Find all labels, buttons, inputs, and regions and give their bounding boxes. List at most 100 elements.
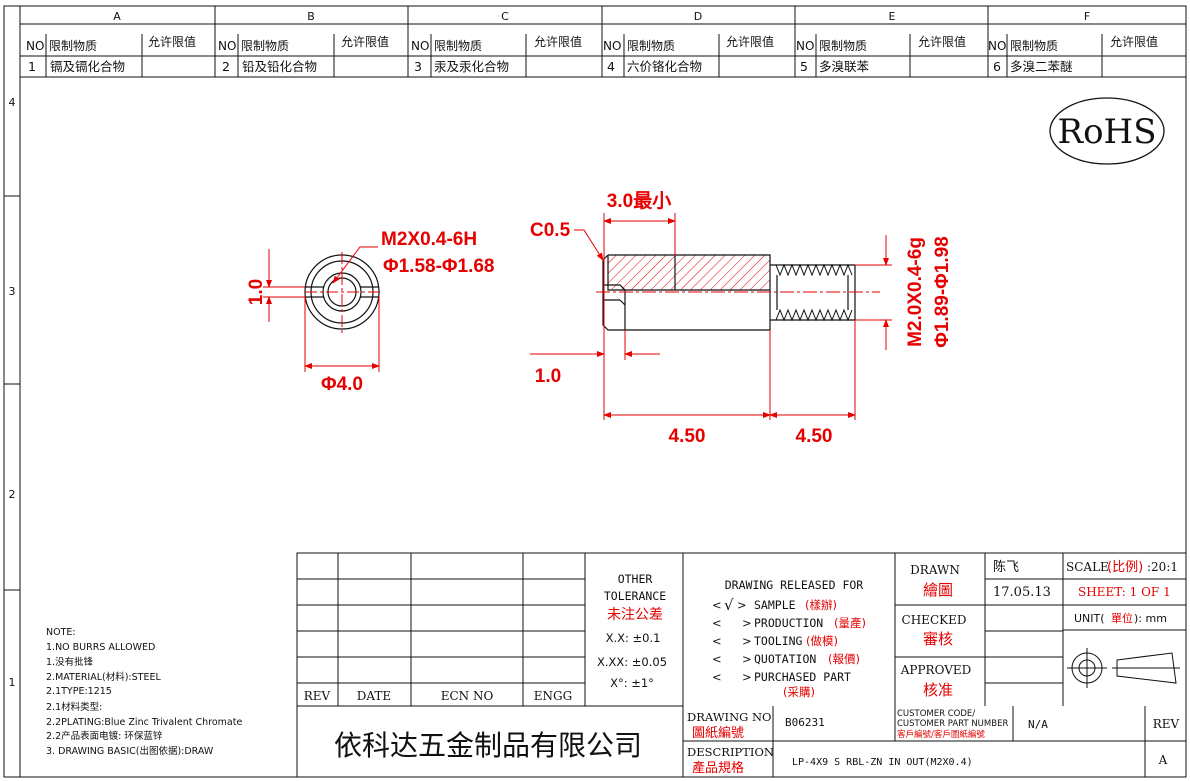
section-hatch [608,255,770,290]
release-arrow: > [742,670,752,684]
restricted-substances-table: NO 限制物质 允许限值 NO 限制物质 允许限值 NO 限制物质 允许限值 N… [20,24,1186,78]
release-title: DRAWING RELEASED FOR [725,578,864,592]
row-no: 3 [414,59,422,74]
row-no: 2 [222,59,230,74]
zone-col-a: A [113,10,121,23]
rev-header: REV [304,689,331,703]
note-line: 3. DRAWING BASIC(出图依据):DRAW [46,745,214,757]
notes-title: NOTE: [46,627,76,638]
rev-label: REV [1153,717,1180,731]
release-item-sample: < √ > SAMPLE (樣辦) [712,596,837,614]
external-thread [775,263,853,322]
sheet-frame [3,5,1187,778]
customer-value: N/A [1028,718,1048,731]
note-line: 1.没有批锋 [46,656,94,668]
th-no-3: NO [411,39,429,53]
row-substance: 多溴二苯醚 [1010,59,1073,74]
release-arrow: < [712,634,722,648]
th-limit-1: 允许限值 [148,34,196,49]
scale-field: SCALE (比例) :20:1 [1066,560,1178,575]
drawing-no-label-cn: 圖紙編號 [692,725,744,741]
th-limit-4: 允许限值 [726,34,774,49]
checked-label-cn: 審核 [923,630,953,648]
dim-min-length: 3.0最小 [607,190,671,212]
unit-field: UNIT( 單位 ): mm [1074,611,1167,625]
tolerance-title-cn: 未注公差 [607,607,663,623]
rev-value: A [1158,753,1168,767]
tolerance-x-xx: X.XX: ±0.05 [597,655,667,669]
zone-column-labels: A B C D E F [113,10,1090,23]
release-label: PRODUCTION [754,616,823,630]
row-substance: 汞及汞化合物 [434,59,509,74]
release-item-quotation: < > QUOTATION (報價) [712,652,860,666]
dim-outer-diameter: Φ4.0 [321,374,363,395]
date-header: DATE [357,689,391,703]
release-arrow: < [712,670,722,684]
release-arrow: < [712,598,722,612]
row-no: 1 [28,59,36,74]
release-arrow: < [712,652,722,666]
release-item-purchased: < > PURCHASED PART (采購) [712,670,851,699]
scale-label: SCALE [1066,560,1109,574]
release-label-cn: (做模) [806,634,838,648]
zone-col-d: D [694,10,702,23]
th-substance-3: 限制物质 [434,39,482,53]
unit-value: ): mm [1134,612,1167,625]
note-line: 1.NO BURRS ALLOWED [46,642,155,653]
zone-col-e: E [889,10,896,23]
dim-body-length: 4.50 [669,426,706,447]
note-line: 2.1材料类型: [46,701,102,713]
drawn-label-cn: 繪圖 [923,581,953,599]
release-label: SAMPLE [754,598,796,612]
drawing-no-label: DRAWING NO [687,710,771,724]
notes: NOTE: 1.NO BURRS ALLOWED 1.没有批锋 2.MATERI… [46,627,242,757]
th-no-5: NO [796,39,814,53]
zone-row-3: 3 [9,285,16,298]
side-view: 3.0最小 C0.5 1.0 4.50 4.50 M2.0X0.4-6g Φ1.… [530,190,953,447]
rohs-mark: RoHS [1049,97,1165,165]
release-label-cn: (報價) [828,652,860,666]
th-substance-1: 限制物质 [49,39,97,53]
release-arrow: > [737,598,747,612]
unit-label-cn: 單位 [1111,611,1133,625]
th-limit-2: 允许限值 [341,34,389,49]
checked-label: CHECKED [902,613,967,627]
row-no: 6 [993,59,1001,74]
unit-label: UNIT( [1074,612,1105,625]
note-line: 2.2PLATING:Blue Zinc Trivalent Chromate [46,717,242,728]
zone-row-1: 1 [9,676,16,689]
tolerance-block: OTHER TOLERANCE 未注公差 X.X: ±0.1 X.XX: ±0.… [597,572,667,690]
release-label: TOOLING [754,634,803,648]
tolerance-angle: X°: ±1° [610,676,654,690]
zone-col-c: C [501,10,509,23]
th-substance-6: 限制物质 [1010,39,1058,53]
zone-row-2: 2 [9,488,16,501]
dim-thread-length: 4.50 [796,426,833,447]
dim-thread-external-diameter: Φ1.89-Φ1.98 [932,236,953,347]
th-substance-4: 限制物质 [627,39,675,53]
row-substance: 六价铬化合物 [627,59,702,74]
engg-header: ENGG [534,689,572,703]
description-label-cn: 產品規格 [692,760,744,776]
row-substance: 铅及铅化合物 [242,59,317,74]
row-no: 5 [800,59,808,74]
scale-value: :20:1 [1147,560,1178,574]
tolerance-title-2: TOLERANCE [604,589,666,603]
dim-thread-external: M2.0X0.4-6g [905,237,926,347]
sheet-count: SHEET: 1 OF 1 [1078,585,1171,599]
projection-symbol-icon [1067,648,1180,688]
row-substance: 镉及镉化合物 [50,59,125,74]
tolerance-x-x: X.X: ±0.1 [606,631,661,645]
title-block: REV DATE ECN NO ENGG OTHER TOLERANCE 未注公… [296,552,1187,778]
zone-row-4: 4 [9,96,16,109]
th-limit-3: 允许限值 [534,34,582,49]
release-arrow: < [712,616,722,630]
row-no: 4 [607,59,615,74]
th-no-4: NO [603,39,621,53]
dim-slot-depth: 1.0 [535,366,561,387]
release-item-tooling: < > TOOLING (做模) [712,634,838,648]
release-arrow: > [742,616,752,630]
drawn-date: 17.05.13 [993,585,1051,600]
th-limit-5: 允许限值 [918,34,966,49]
